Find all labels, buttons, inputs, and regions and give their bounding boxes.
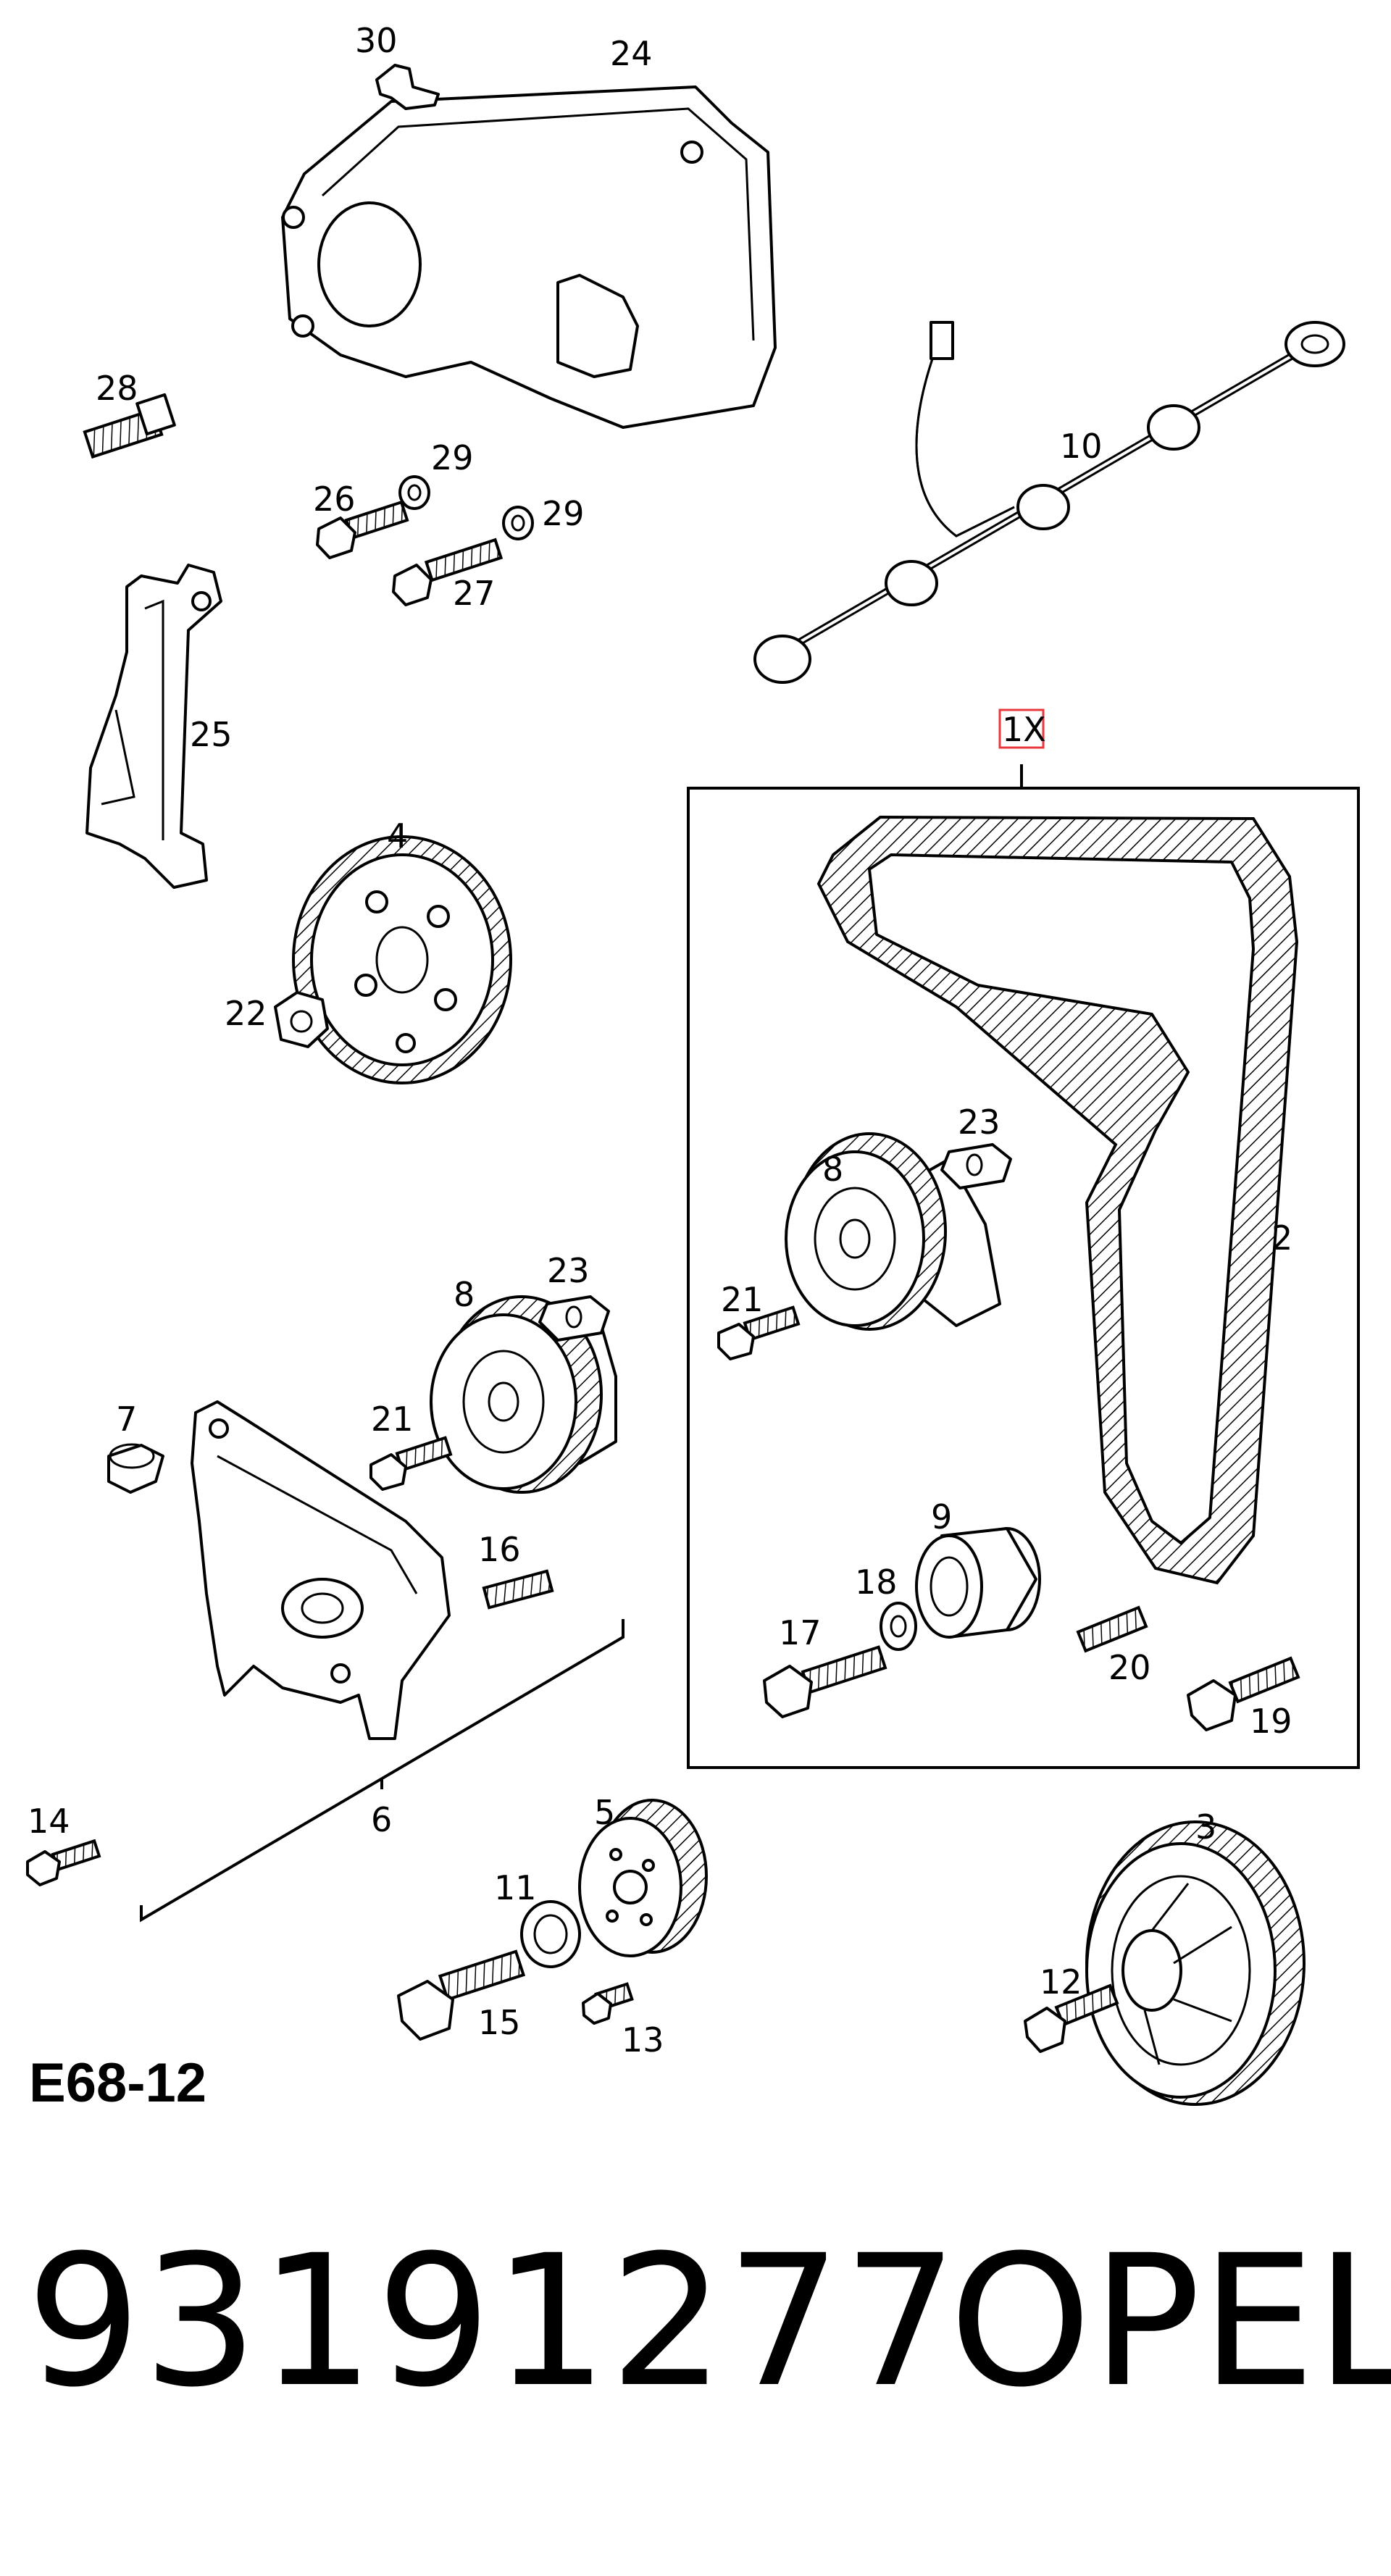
brand-name: OPEL [949,2216,1391,2427]
callout-11: 11 [494,1868,537,1907]
assembly-bracket-line [140,1619,625,1923]
callout-30: 30 [355,21,398,60]
callout-15: 15 [478,2003,521,2042]
kit-box [687,708,1360,1769]
bolt-21a [717,1305,801,1360]
callout-23: 23 [958,1103,1001,1142]
sleeve-7 [107,1443,164,1494]
wiring-harness [753,321,1345,684]
callout-24: 24 [610,34,653,73]
stud-bolt-28 [83,393,176,459]
diagram-code: E68-12 [29,2052,207,2114]
callout-9: 9 [931,1497,952,1536]
stud-16 [482,1569,554,1610]
crankshaft-gear-5 [578,1799,708,1957]
kit-highlight [998,708,1045,749]
callout-18: 18 [855,1563,898,1602]
bracket-6 [191,1400,451,1740]
callout-21: 21 [371,1400,414,1439]
guide-rail-25 [85,564,222,889]
callout-6: 6 [371,1800,392,1839]
timing-belt-2 [816,815,1299,1585]
callout-20: 20 [1108,1648,1151,1687]
callout-4: 4 [387,816,408,856]
idler-roller-9 [915,1527,1041,1639]
tensioner-pulley-8b [430,1295,617,1494]
callout-27: 27 [453,574,496,613]
stud-20 [1076,1605,1148,1653]
bolt-21b [369,1436,453,1491]
callout-21: 21 [721,1280,764,1319]
bolt-14 [26,1839,101,1886]
bolt-19 [1187,1656,1300,1731]
washer-29a [398,475,430,510]
callout-7: 7 [116,1400,137,1439]
washer-29b [502,506,534,540]
part-number: 93191277 [26,2216,960,2427]
callout-22: 22 [225,994,267,1033]
callout-23: 23 [547,1251,590,1290]
eccentric-bush-23b [538,1295,610,1342]
callout-labels: 30 24 28 29 26 29 27 10 25 4 22 1X 23 8 … [28,21,1292,2059]
callout-1x: 1X [1002,710,1046,749]
camshaft-gear-4 [292,835,512,1084]
bolt-13 [582,1982,634,2025]
callout-29: 29 [542,494,585,533]
callout-28: 28 [96,369,138,408]
callout-13: 13 [622,2020,664,2059]
bolt-17 [763,1645,887,1718]
bolt-27 [392,538,504,606]
callout-10: 10 [1060,427,1103,466]
callout-17: 17 [779,1613,822,1652]
callout-29: 29 [431,438,474,477]
retaining-clip [375,64,440,110]
callout-25: 25 [190,715,233,754]
washer-18 [880,1602,917,1651]
eccentric-bush-23a [940,1143,1012,1189]
callout-26: 26 [313,480,356,519]
callout-12: 12 [1040,1962,1082,2002]
nut-22 [274,991,329,1048]
callout-3: 3 [1195,1807,1216,1847]
callout-16: 16 [478,1530,521,1569]
callout-19: 19 [1250,1702,1292,1741]
callout-2: 2 [1271,1218,1292,1258]
spacer-11 [520,1900,581,1968]
callout-14: 14 [28,1802,70,1841]
callout-5: 5 [594,1793,615,1832]
callout-8: 8 [454,1275,475,1314]
bolt-12 [1024,1983,1119,2053]
timing-belt-cover [281,85,777,429]
bolt-26 [316,500,409,559]
bolt-15 [397,1949,526,2041]
callout-8: 8 [822,1150,843,1189]
camshaft-gear-3 [1085,1820,1306,2106]
